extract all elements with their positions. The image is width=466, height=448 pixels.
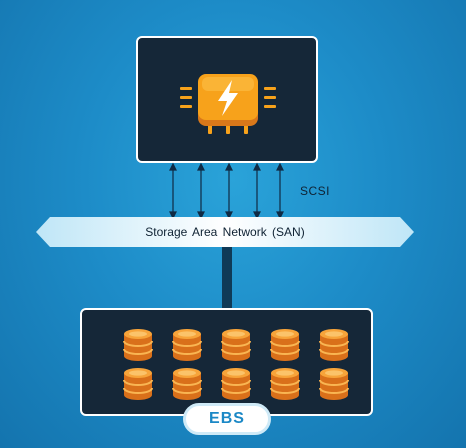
ebs-storage-box [80,308,373,416]
processor-chip-icon [180,74,276,134]
san-label: Storage Area Network (SAN) [145,225,305,239]
disk-icon [269,367,301,401]
disk-icon [220,367,252,401]
ebs-label: EBS [183,403,271,435]
disk-icon [171,367,203,401]
server-box [136,36,318,163]
disk-icon [171,328,203,362]
disk-icon [318,328,350,362]
disk-grid [122,328,352,401]
scsi-label: SCSI [300,184,331,198]
disk-icon [318,367,350,401]
san-to-storage-link [222,247,232,308]
disk-icon [122,328,154,362]
disk-icon [269,328,301,362]
disk-icon [220,328,252,362]
disk-icon [122,367,154,401]
san-bar [36,217,414,247]
